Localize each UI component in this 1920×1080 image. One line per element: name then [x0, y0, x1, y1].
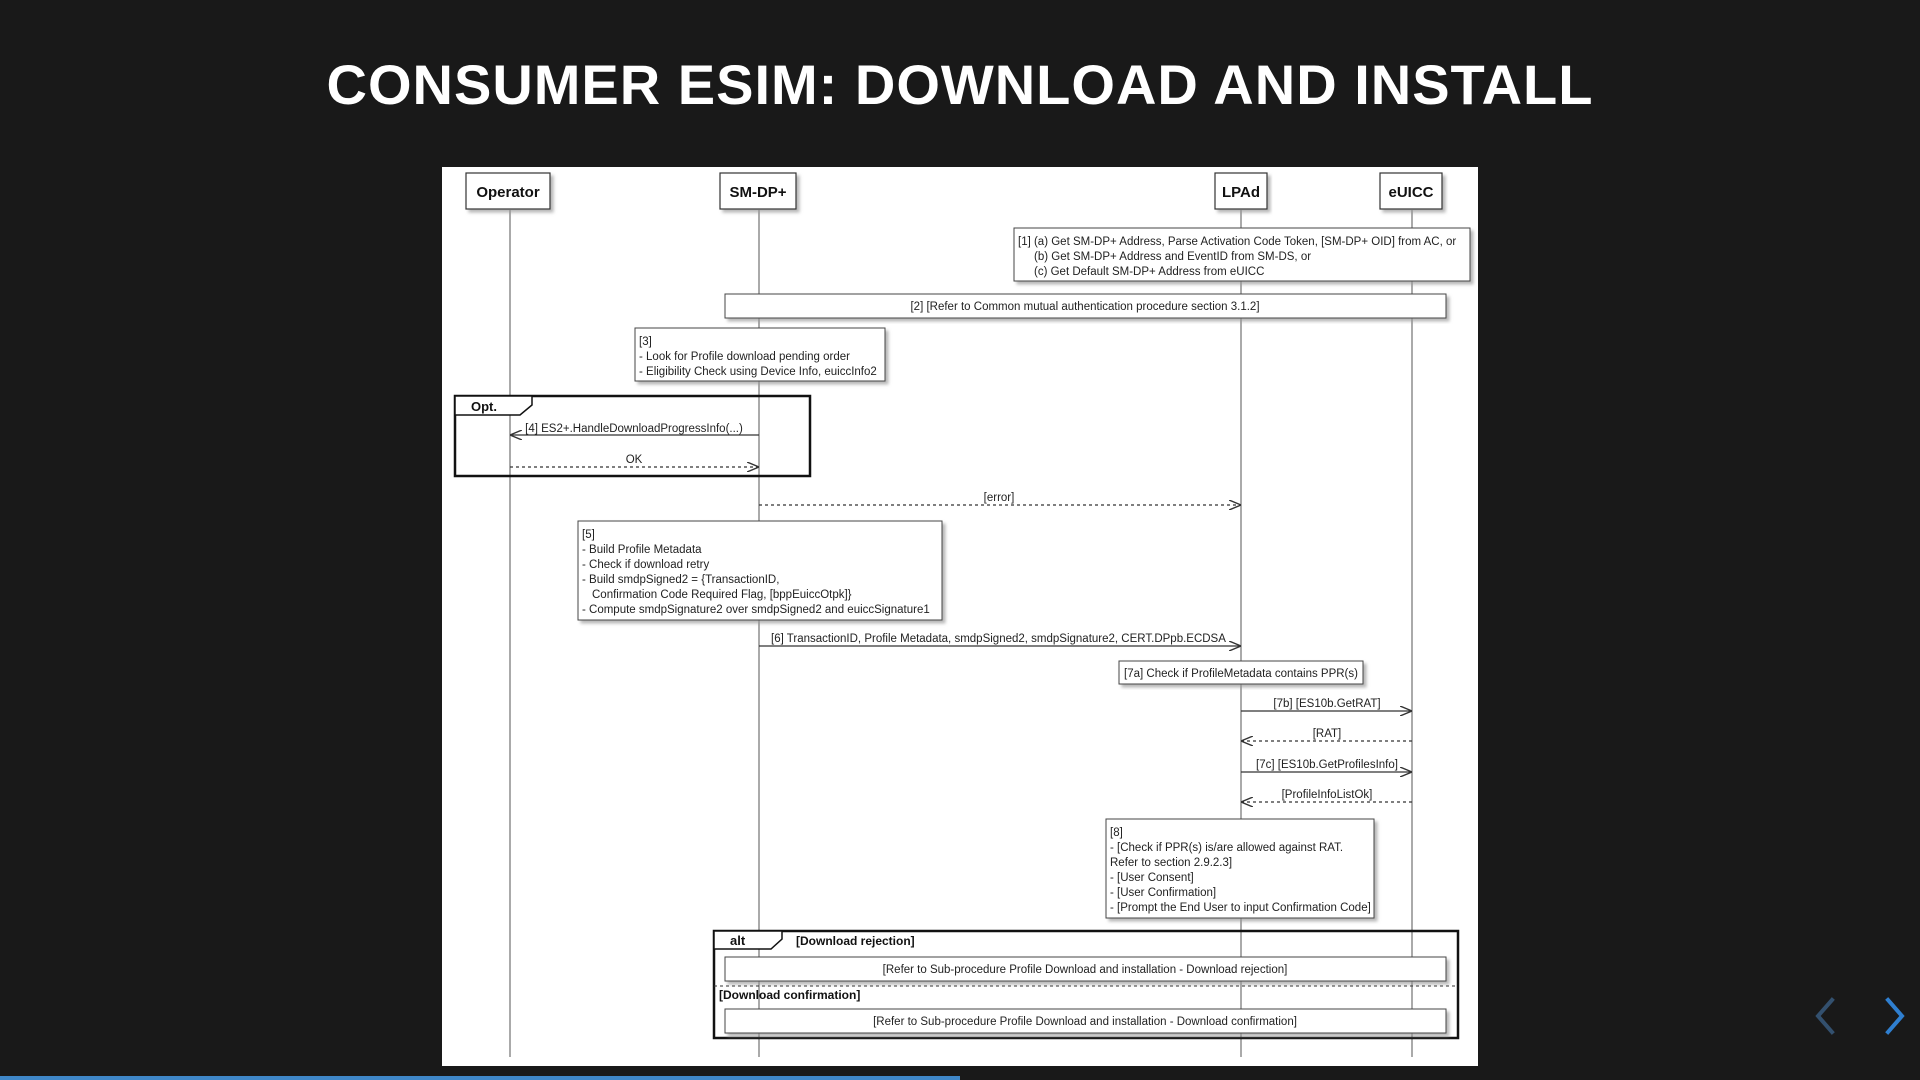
note-8-line: - [User Consent] — [1110, 872, 1194, 884]
note-1: [1] (a) Get SM-DP+ Address, Parse Activa… — [1013, 227, 1471, 282]
sequence-diagram: Operator SM-DP+ LPAd eUICC [1] (a) Get S… — [442, 167, 1478, 1066]
note-3-line: - Eligibility Check using Device Info, e… — [639, 366, 877, 378]
note-2-text: [2] [Refer to Common mutual authenticati… — [910, 301, 1259, 313]
chevron-right-icon — [1885, 997, 1905, 1035]
next-slide-button[interactable] — [1878, 994, 1914, 1042]
note-1-line: (c) Get Default SM-DP+ Address from eUIC… — [1034, 266, 1264, 278]
sequence-diagram-svg: Operator SM-DP+ LPAd eUICC [1] (a) Get S… — [453, 172, 1471, 1057]
opt-fragment: Opt. [4] ES2+.HandleDownloadProgressInfo… — [453, 394, 812, 478]
note-1-line: [1] (a) Get SM-DP+ Address, Parse Activa… — [1018, 236, 1456, 248]
note-2-reference: [2] [Refer to Common mutual authenticati… — [724, 293, 1447, 319]
slide-progress-bar — [0, 1076, 1920, 1080]
note-5-line: - Compute smdpSignature2 over smdpSigned… — [582, 604, 930, 616]
note-1-line: (b) Get SM-DP+ Address and EventID from … — [1034, 251, 1311, 263]
alt-fragment: alt [Download rejection] [Refer to Sub-p… — [712, 929, 1460, 1040]
participant-label: LPAd — [1222, 184, 1260, 201]
note-5-line: - Build Profile Metadata — [582, 544, 702, 556]
participant-label: eUICC — [1388, 184, 1433, 201]
note-8-line: - [Check if PPR(s) is/are allowed agains… — [1110, 842, 1343, 854]
alt-guard-rejection: [Download rejection] — [796, 934, 915, 948]
note-8-line: Refer to section 2.9.2.3] — [1110, 857, 1232, 869]
previous-slide-button[interactable] — [1808, 994, 1844, 1042]
rat-label: [RAT] — [1313, 728, 1342, 740]
ref-rejection-text: [Refer to Sub-procedure Profile Download… — [883, 964, 1288, 976]
note-3-line: [3] — [639, 336, 652, 348]
ok-label: OK — [626, 454, 643, 466]
participant-smdp: SM-DP+ — [719, 172, 797, 210]
note-5-line: - Build smdpSigned2 = {TransactionID, — [582, 574, 779, 586]
alt-guard-confirmation: [Download confirmation] — [719, 988, 860, 1002]
ref-confirmation-text: [Refer to Sub-procedure Profile Download… — [873, 1016, 1297, 1028]
participant-label: SM-DP+ — [729, 184, 786, 201]
opt-label: Opt. — [471, 399, 497, 414]
note-5-line: [5] — [582, 529, 595, 541]
slide-progress-fill — [0, 1076, 960, 1080]
note-8-line: [8] — [1110, 827, 1123, 839]
alt-label: alt — [730, 933, 746, 948]
chevron-left-icon — [1815, 997, 1835, 1035]
message-7b-label: [7b] [ES10b.GetRAT] — [1273, 698, 1380, 710]
participant-label: Operator — [476, 184, 540, 201]
participant-euicc: eUICC — [1379, 172, 1443, 210]
profile-info-label: [ProfileInfoListOk] — [1282, 789, 1373, 801]
participant-operator: Operator — [465, 172, 551, 210]
note-7a-text: [7a] Check if ProfileMetadata contains P… — [1124, 668, 1358, 680]
message-4-label: [4] ES2+.HandleDownloadProgressInfo(...) — [525, 423, 743, 435]
note-8-line: - [User Confirmation] — [1110, 887, 1216, 899]
note-5-line: Confirmation Code Required Flag, [bppEui… — [592, 589, 852, 601]
ref-download-rejection: [Refer to Sub-procedure Profile Download… — [724, 956, 1447, 982]
ref-download-confirmation: [Refer to Sub-procedure Profile Download… — [724, 1008, 1447, 1034]
message-6-label: [6] TransactionID, Profile Metadata, smd… — [771, 633, 1226, 645]
message-7c-label: [7c] [ES10b.GetProfilesInfo] — [1256, 759, 1398, 771]
note-5: [5] - Build Profile Metadata - Check if … — [577, 520, 943, 621]
error-label: [error] — [984, 492, 1015, 504]
slide-title: CONSUMER ESIM: DOWNLOAD AND INSTALL — [326, 53, 1594, 116]
note-5-line: - Check if download retry — [582, 559, 709, 571]
note-8: [8] - [Check if PPR(s) is/are allowed ag… — [1105, 818, 1375, 919]
note-3: [3] - Look for Profile download pending … — [634, 327, 886, 382]
note-7a: [7a] Check if ProfileMetadata contains P… — [1118, 660, 1364, 685]
note-8-line: - [Prompt the End User to input Confirma… — [1110, 902, 1371, 914]
participant-lpad: LPAd — [1214, 172, 1268, 210]
note-3-line: - Look for Profile download pending orde… — [639, 351, 850, 363]
